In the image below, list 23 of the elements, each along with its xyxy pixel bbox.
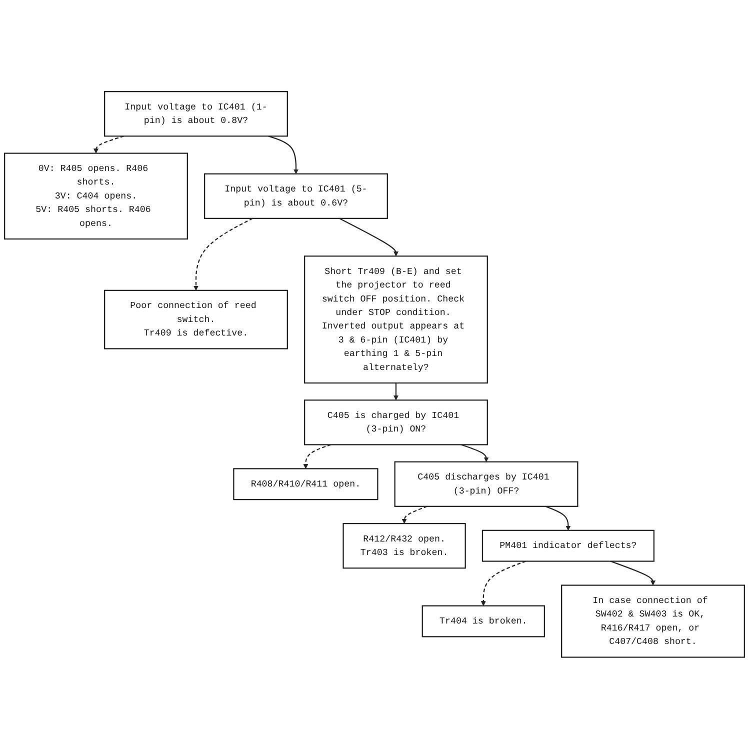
node-box: R412/R432 open. Tr403 is broken. — [342, 523, 466, 569]
arrow — [461, 444, 489, 462]
node-box: Short Tr409 (B-E) and set the projector to reed switch OFF position. Check under STOP condition. Inverted output appears at 3 & 6-pin (IC401) by earthing 1 & 5-pin alternately? — [304, 256, 488, 384]
node-box: Poor connection of reed switch. Tr409 is defective. — [104, 290, 288, 350]
arrow — [545, 506, 571, 531]
node-box: In case connection of SW402 & SW403 is OK, R416/R417 open, or C407/C408 short. — [561, 584, 745, 658]
arrow — [303, 444, 331, 469]
node-box: 0V: R405 opens. R406 shorts. 3V: C404 opens. 5V: R405 shorts. R406 opens. — [4, 152, 188, 240]
node-box: C405 discharges by IC401 (3-pin) OFF? — [394, 461, 578, 508]
node-box: Input voltage to IC401 (5-pin) is about 0.6V? — [204, 173, 388, 220]
node-box: Input voltage to IC401 (1-pin) is about 0.8V? — [104, 91, 288, 137]
arrow — [402, 506, 428, 524]
node-box: Tr404 is broken. — [422, 605, 546, 638]
arrow — [93, 136, 124, 154]
arrow — [480, 560, 526, 606]
node-box: PM401 indicator deflects? — [482, 530, 654, 562]
arrow — [610, 560, 656, 586]
arrow — [268, 136, 298, 174]
arrow — [393, 383, 398, 400]
node-box: R408/R410/R411 open. — [233, 468, 378, 500]
arrow — [193, 218, 253, 291]
node-box: C405 is charged by IC401 (3-pin) ON? — [304, 400, 488, 446]
arrow — [339, 218, 398, 256]
